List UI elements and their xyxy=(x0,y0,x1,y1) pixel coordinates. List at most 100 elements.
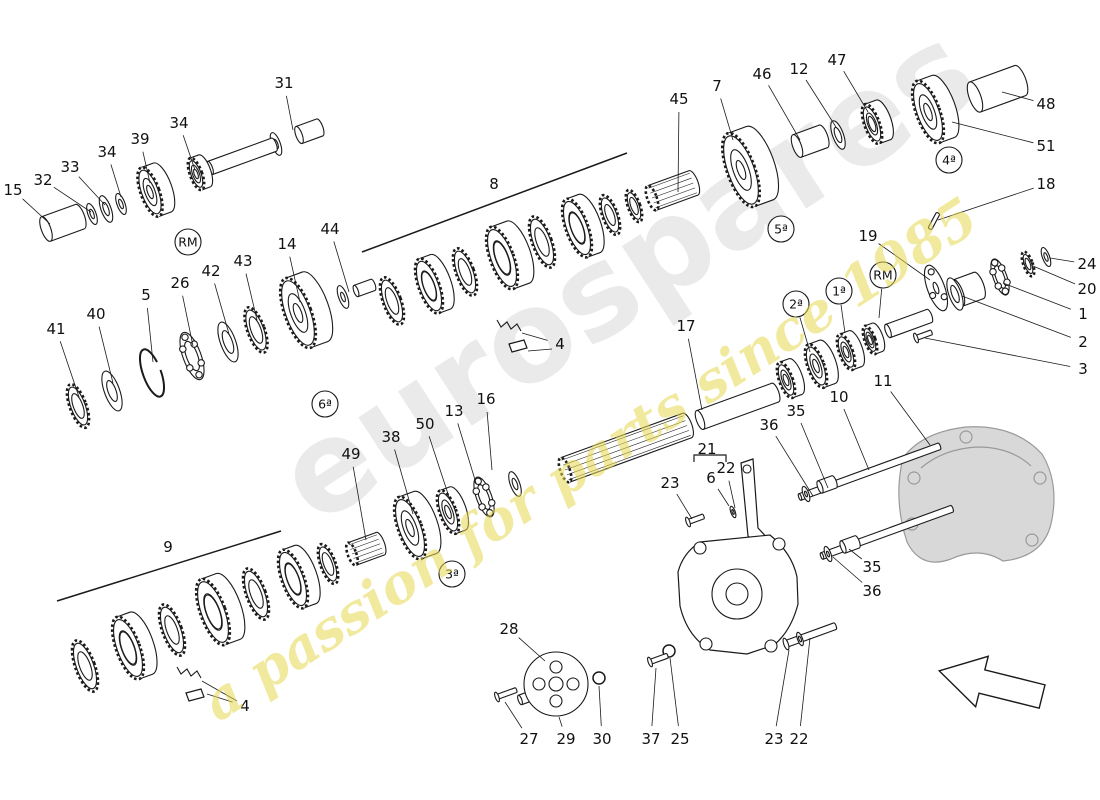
part-callout-25: 25 xyxy=(670,730,689,748)
synchro-hub xyxy=(484,220,535,291)
sleeve xyxy=(39,203,87,242)
gear-position-label-6ª: 6ª xyxy=(318,397,332,412)
splined-shaft xyxy=(557,412,694,484)
part-callout-22: 22 xyxy=(789,730,808,748)
part-callout-11: 11 xyxy=(873,372,892,390)
part-callout-51: 51 xyxy=(1036,137,1055,155)
synchro-ring xyxy=(598,193,622,237)
bearing-gear xyxy=(860,99,894,146)
part-callout-7: 7 xyxy=(712,77,722,95)
gear-1st xyxy=(861,322,886,356)
gear-position-label-RM: RM xyxy=(178,235,197,250)
bearing-sleeve xyxy=(344,531,387,567)
bolt xyxy=(913,329,933,344)
gear-position-circle xyxy=(767,215,795,243)
o-ring xyxy=(662,644,676,658)
gear-position-circle xyxy=(438,560,466,588)
bolt xyxy=(685,513,705,528)
gear-position-label-2ª: 2ª xyxy=(789,297,803,312)
synchro-ring xyxy=(243,305,269,355)
pipe-fitting xyxy=(816,475,838,494)
synchro-ring xyxy=(527,215,557,269)
part-callout-3: 3 xyxy=(1078,360,1088,378)
gear-position-label-5ª: 5ª xyxy=(774,222,788,237)
synchro-ring xyxy=(451,247,479,297)
washer xyxy=(336,285,350,309)
spacer xyxy=(790,124,830,158)
washer xyxy=(508,471,522,497)
part-callout-9: 9 xyxy=(163,538,173,556)
detent-spring xyxy=(496,319,522,332)
part-callout-27: 27 xyxy=(519,730,538,748)
pipe-fitting xyxy=(839,535,861,554)
part-callout-5: 5 xyxy=(141,286,151,304)
part-callout-29: 29 xyxy=(556,730,575,748)
gear-6th xyxy=(278,271,334,350)
part-callout-4: 4 xyxy=(240,697,250,715)
main-shaft xyxy=(694,382,781,431)
washer xyxy=(101,370,123,412)
part-callout-12: 12 xyxy=(789,60,808,78)
gear-position-circle xyxy=(935,146,963,174)
end-plate xyxy=(923,264,949,312)
washer xyxy=(796,631,804,647)
part-callout-2: 2 xyxy=(1078,333,1088,351)
part-callout-23: 23 xyxy=(764,730,783,748)
group-8-line xyxy=(361,152,628,253)
part-callout-46: 46 xyxy=(752,65,771,83)
part-callout-17: 17 xyxy=(676,317,695,335)
part-callout-13: 13 xyxy=(444,402,463,420)
synchro-ring xyxy=(241,567,271,621)
gear-position-circle xyxy=(311,390,339,418)
part-callout-15: 15 xyxy=(3,181,22,199)
gear-rm xyxy=(835,330,866,372)
bolt xyxy=(494,687,518,703)
gear xyxy=(136,162,176,218)
pump-cover xyxy=(523,651,589,717)
part-callout-34: 34 xyxy=(169,114,188,132)
part-callout-16: 16 xyxy=(476,390,495,408)
detent-spring xyxy=(176,666,202,679)
pipe-washer xyxy=(801,485,811,503)
synchro-hub xyxy=(413,253,455,315)
splined-section xyxy=(644,170,701,212)
part-callout-41: 41 xyxy=(46,320,65,338)
part-callout-21: 21 xyxy=(697,440,716,458)
part-callout-18: 18 xyxy=(1036,175,1055,193)
bolt xyxy=(647,652,669,668)
synchro-hub xyxy=(276,544,321,610)
part-callout-24: 24 xyxy=(1077,255,1096,273)
part-callout-34: 34 xyxy=(97,143,116,161)
part-callout-14: 14 xyxy=(277,235,296,253)
part-callout-48: 48 xyxy=(1036,95,1055,113)
part-callout-32: 32 xyxy=(33,171,52,189)
gear-position-circle xyxy=(869,261,897,289)
gear-2nd xyxy=(803,339,839,390)
part-callout-31: 31 xyxy=(274,74,293,92)
annotation-lines xyxy=(56,152,727,702)
o-ring xyxy=(592,671,606,685)
shaft-end xyxy=(884,308,934,339)
part-callout-30: 30 xyxy=(592,730,611,748)
part-callout-43: 43 xyxy=(233,252,252,270)
detent-pawl xyxy=(508,339,528,353)
part-callout-42: 42 xyxy=(201,262,220,280)
part-callout-1: 1 xyxy=(1078,305,1088,323)
group-9-line xyxy=(56,530,282,602)
direction-arrow xyxy=(937,655,1046,710)
group-21-bracket xyxy=(693,454,727,462)
gear xyxy=(392,490,442,561)
washer xyxy=(946,277,964,311)
washer xyxy=(115,193,127,215)
part-callout-8: 8 xyxy=(489,175,499,193)
part-callout-45: 45 xyxy=(669,90,688,108)
gear-position-label-RM: RM xyxy=(873,268,892,283)
pipe-washer xyxy=(823,545,833,563)
stub-shaft xyxy=(352,278,377,298)
ball-bearing xyxy=(179,331,205,381)
synchro-ring xyxy=(624,188,644,224)
part-callout-36: 36 xyxy=(862,582,881,600)
gear-position-label-1ª: 1ª xyxy=(832,284,846,299)
